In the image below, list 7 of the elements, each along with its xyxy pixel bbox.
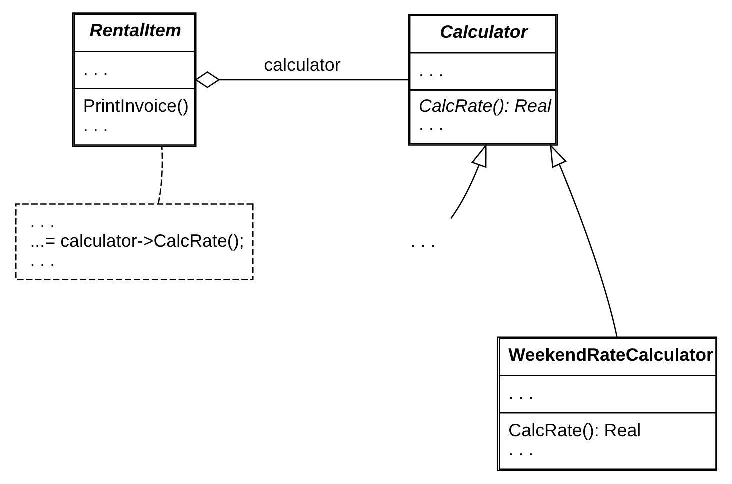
node-box: . . . ...= calculator->CalcRate(); . . . (14, 204, 254, 280)
arrow (550, 144, 618, 338)
connector (194, 71, 408, 88)
connector (157, 147, 163, 204)
node-text: . . . (410, 230, 436, 251)
edge-label: calculator (264, 55, 340, 76)
arrow (450, 144, 486, 220)
